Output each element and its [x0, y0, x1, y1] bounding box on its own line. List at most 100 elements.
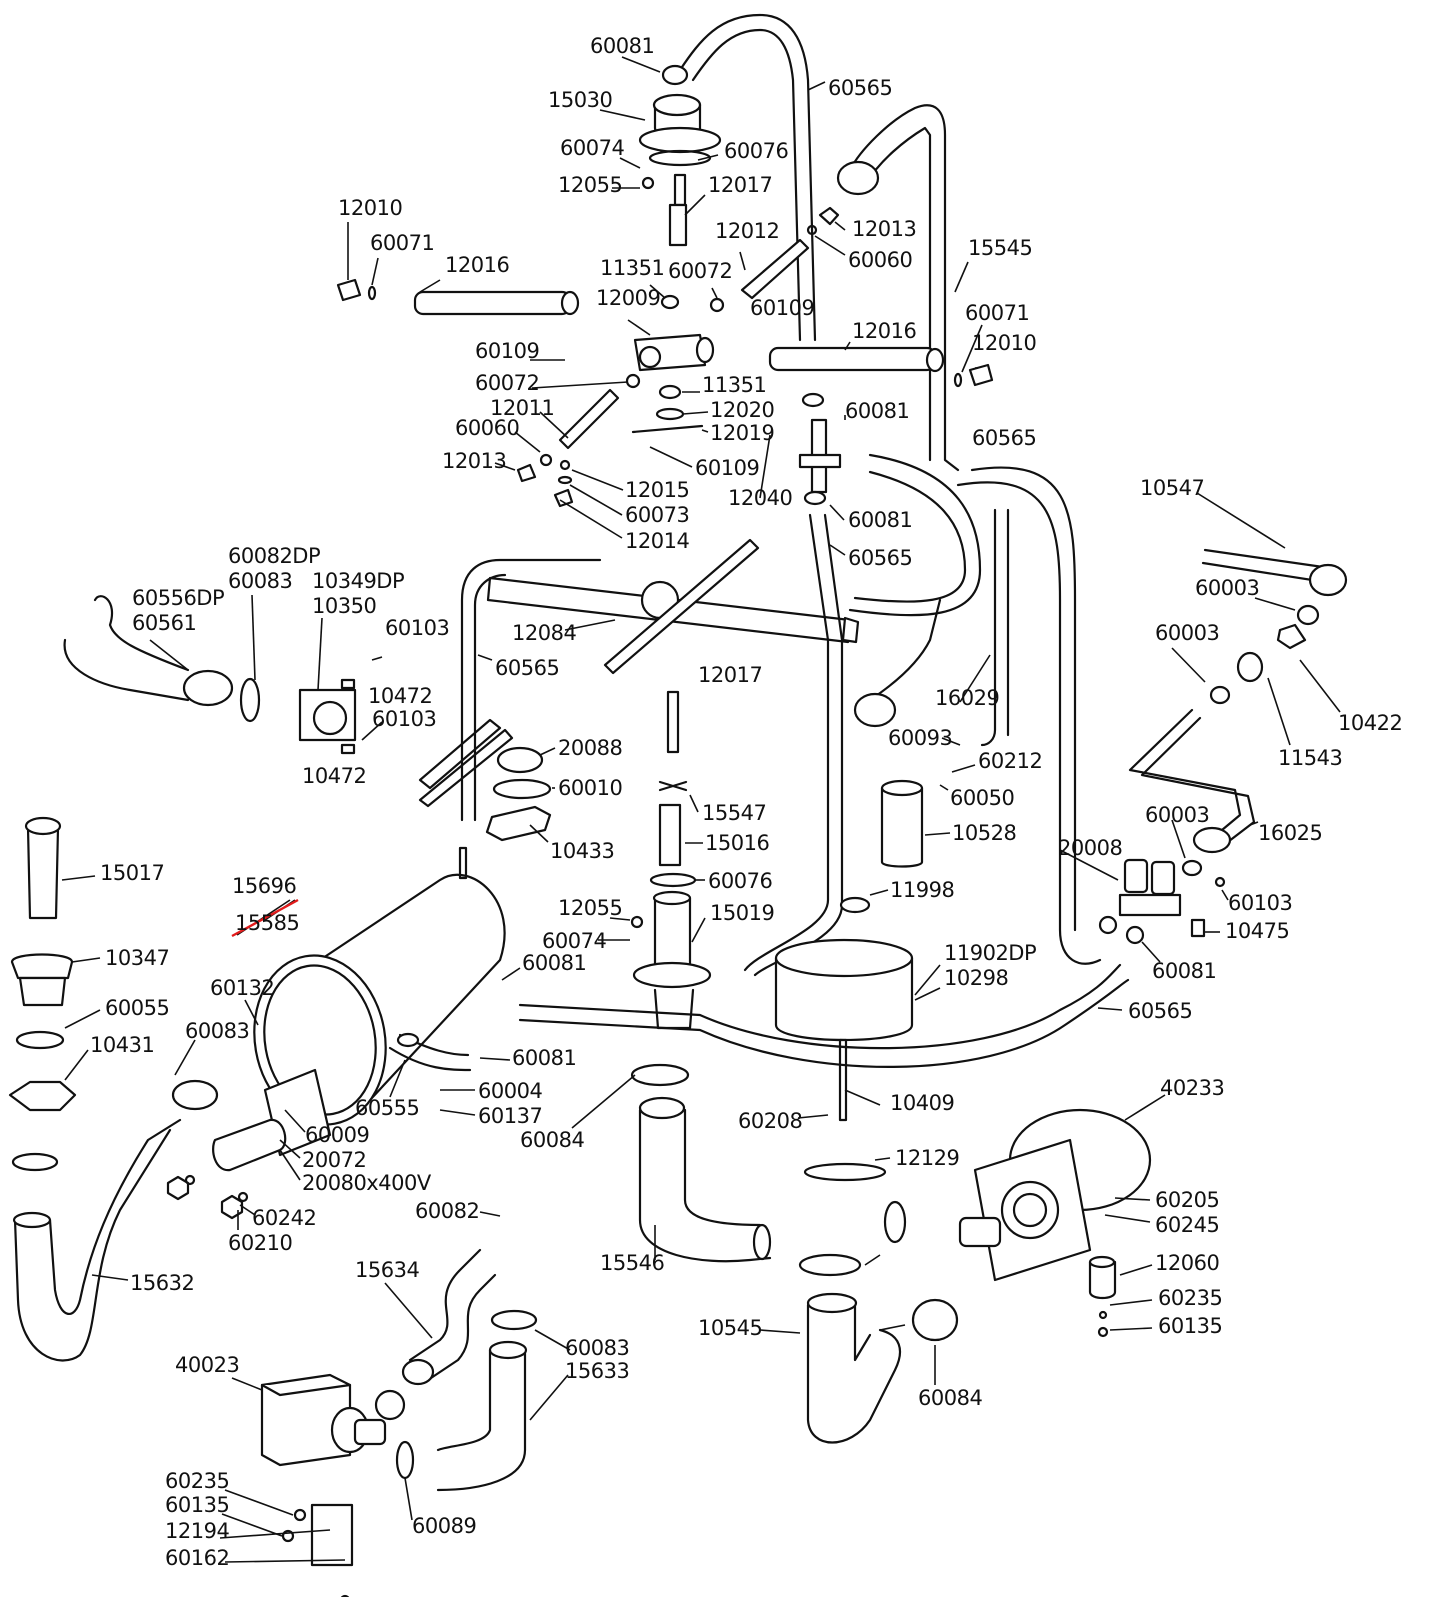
label-60055: 60055: [105, 996, 169, 1020]
label-10528: 10528: [952, 821, 1016, 845]
label-12040: 12040: [728, 486, 792, 510]
label-12194: 12194: [165, 1519, 229, 1543]
label-60083: 60083: [565, 1336, 629, 1360]
label-12016: 12016: [445, 253, 509, 277]
label-16025: 16025: [1258, 821, 1322, 845]
label-15016: 15016: [705, 831, 769, 855]
label-60072: 60072: [668, 259, 732, 283]
hose-60565-bottom: [518, 963, 1130, 1068]
label-12084: 12084: [512, 621, 576, 645]
label-60074: 60074: [560, 136, 624, 160]
label-60003: 60003: [1195, 576, 1259, 600]
label-60565: 60565: [1128, 999, 1192, 1023]
label-60084: 60084: [520, 1128, 584, 1152]
label-60109: 60109: [475, 339, 539, 363]
valve-20008: [1098, 858, 1226, 945]
label-60083: 60083: [228, 569, 292, 593]
label-60081: 60081: [845, 399, 909, 423]
hose-60565-right-loop: [956, 466, 1102, 965]
part-labels: 60081 60565 15030 60074 60076 12055 1201…: [90, 34, 1403, 1570]
label-60081: 60081: [1152, 959, 1216, 983]
label-60004: 60004: [478, 1079, 542, 1103]
hose-60565-right: [836, 104, 960, 472]
label-10422: 10422: [1338, 711, 1402, 735]
label-12015: 12015: [625, 478, 689, 502]
label-15696: 15696: [232, 874, 296, 898]
label-10350: 10350: [312, 594, 376, 618]
label-60235: 60235: [1158, 1286, 1222, 1310]
label-12009: 12009: [596, 286, 660, 310]
pipe-16025: [1128, 708, 1256, 854]
label-60009: 60009: [305, 1123, 369, 1147]
label-60081: 60081: [512, 1046, 576, 1070]
tee-12040: [798, 392, 842, 506]
label-10472: 10472: [302, 764, 366, 788]
label-60561: 60561: [132, 611, 196, 635]
label-11543: 11543: [1278, 746, 1342, 770]
label-15030: 15030: [548, 88, 612, 112]
label-60060: 60060: [455, 416, 519, 440]
label-60076: 60076: [724, 139, 788, 163]
label-60556DP: 60556DP: [132, 586, 224, 610]
label-12013: 12013: [852, 217, 916, 241]
label-60082DP: 60082DP: [228, 544, 320, 568]
label-15017: 15017: [100, 861, 164, 885]
label-60565: 60565: [828, 76, 892, 100]
label-12017: 12017: [708, 173, 772, 197]
label-12010: 12010: [972, 331, 1036, 355]
label-12012: 12012: [715, 219, 779, 243]
label-60010: 60010: [558, 776, 622, 800]
label-60083: 60083: [185, 1019, 249, 1043]
label-60135: 60135: [165, 1493, 229, 1517]
label-60162: 60162: [165, 1546, 229, 1570]
label-60003: 60003: [1145, 803, 1209, 827]
label-12010: 12010: [338, 196, 402, 220]
heater-20088: [418, 718, 552, 842]
label-60071: 60071: [965, 301, 1029, 325]
label-60109: 60109: [750, 296, 814, 320]
elbow-10545: [798, 1200, 959, 1444]
manifold-12084: [486, 538, 860, 675]
label-60565: 60565: [495, 656, 559, 680]
hose-60555: [388, 1032, 472, 1072]
label-60135: 60135: [1158, 1314, 1222, 1338]
label-10475: 10475: [1225, 919, 1289, 943]
label-20008: 20008: [1058, 836, 1122, 860]
label-60072: 60072: [475, 371, 539, 395]
label-10409: 10409: [890, 1091, 954, 1115]
label-60060: 60060: [848, 248, 912, 272]
nuts-60242: [166, 1174, 249, 1220]
label-16029: 16029: [935, 686, 999, 710]
hose-15634: [401, 1248, 538, 1386]
hose-16029: [980, 508, 1010, 747]
label-60050: 60050: [950, 786, 1014, 810]
label-60210: 60210: [228, 1231, 292, 1255]
label-11998: 11998: [890, 878, 954, 902]
label-60081: 60081: [590, 34, 654, 58]
pipe-12011: [516, 373, 641, 483]
label-60073: 60073: [625, 503, 689, 527]
label-15585: 15585: [235, 911, 299, 935]
housing-10350: [298, 678, 357, 755]
label-60235: 60235: [165, 1469, 229, 1493]
label-60555: 60555: [355, 1096, 419, 1120]
elbow-60556DP: [63, 595, 261, 723]
pump-40023: [260, 1373, 415, 1602]
label-15545: 15545: [968, 236, 1032, 260]
strike-15585: [231, 898, 299, 938]
label-60103: 60103: [372, 707, 436, 731]
label-60081: 60081: [848, 508, 912, 532]
label-60071: 60071: [370, 231, 434, 255]
label-15633: 15633: [565, 1359, 629, 1383]
boiler-15696: [212, 846, 506, 1172]
label-20080x400V: 20080x400V: [302, 1171, 432, 1195]
label-12020: 12020: [710, 398, 774, 422]
label-12017: 12017: [698, 663, 762, 687]
label-60084: 60084: [918, 1386, 982, 1410]
label-10547: 10547: [1140, 476, 1204, 500]
label-10347: 10347: [105, 946, 169, 970]
label-12016: 12016: [852, 319, 916, 343]
left-parts-column: [8, 816, 77, 1172]
valve-stack-center: [553, 384, 704, 508]
